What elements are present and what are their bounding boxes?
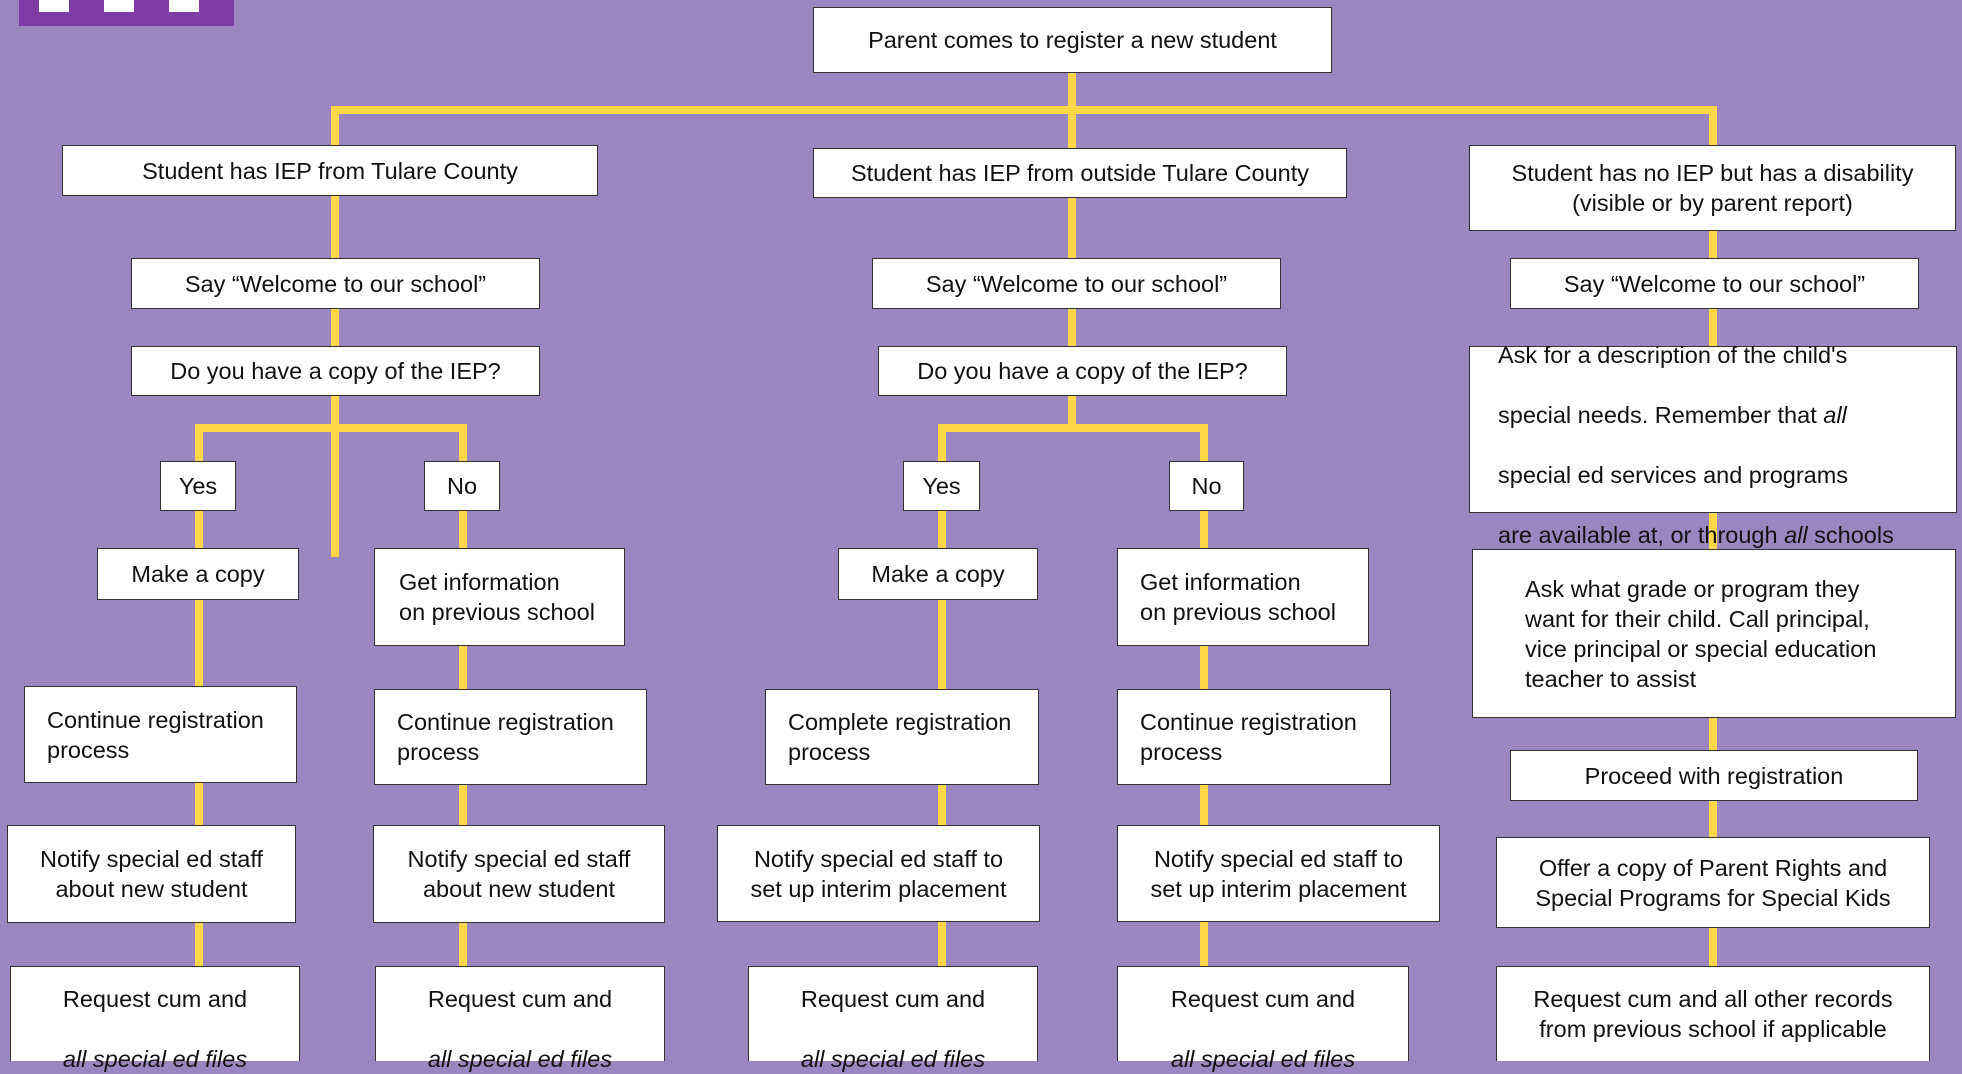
branch3-proceed-text: Proceed with registration bbox=[1584, 762, 1844, 789]
branch2-question-text: Do you have a copy of the IEP? bbox=[917, 358, 1248, 384]
branch1-yes-step2-box: Continue registration process bbox=[24, 686, 297, 783]
branch2-no-box: No bbox=[1169, 461, 1244, 511]
branch1-yes-step3-text: Notify special ed staff about new studen… bbox=[40, 846, 263, 902]
branch1-yes-step2-text: Continue registration process bbox=[47, 706, 264, 763]
root-text: Parent comes to register a new student bbox=[868, 27, 1277, 53]
branch3-describe-line4b: all bbox=[1784, 521, 1808, 548]
branch2-no-step1-text: Get information on previous school bbox=[1140, 569, 1336, 625]
branch3-describe-line4a: are available at, or through bbox=[1498, 521, 1785, 548]
branch1-yes-label: Yes bbox=[178, 473, 218, 499]
branch1-no-step2-text: Continue registration process bbox=[397, 709, 614, 765]
branch2-question-box: Do you have a copy of the IEP? bbox=[878, 346, 1287, 396]
branch2-header-box: Student has IEP from outside Tulare Coun… bbox=[813, 148, 1347, 198]
branch1-yes-step1-text: Make a copy bbox=[131, 561, 265, 587]
branch2-welcome-box: Say “Welcome to our school” bbox=[872, 258, 1281, 309]
branch3-ask-grade-box: Ask what grade or program they want for … bbox=[1472, 549, 1956, 718]
branch3-request-box: Request cum and all other records from p… bbox=[1496, 966, 1930, 1061]
branch2-no-step2-box: Continue registration process bbox=[1117, 689, 1391, 785]
logo bbox=[19, 0, 234, 26]
branch3-header-text: Student has no IEP but has a disability … bbox=[1511, 160, 1914, 216]
branch3-welcome-box: Say “Welcome to our school” bbox=[1510, 258, 1919, 309]
branch2-yes-step4-text: Request cum and all special ed files bbox=[801, 954, 985, 1074]
branch3-offer-text: Offer a copy of Parent Rights and Specia… bbox=[1535, 854, 1891, 911]
branch1-no-step3-text: Notify special ed staff about new studen… bbox=[407, 846, 631, 902]
branch1-yes-step4-text: Request cum and all special ed files bbox=[63, 954, 247, 1074]
branch1-yes-step4-line2: all special ed files bbox=[62, 1046, 248, 1072]
branch1-no-step3-box: Notify special ed staff about new studen… bbox=[373, 825, 665, 923]
branch3-offer-box: Offer a copy of Parent Rights and Specia… bbox=[1496, 837, 1930, 928]
branch2-yes-step2-text: Complete registration process bbox=[788, 709, 1012, 765]
branch1-header-box: Student has IEP from Tulare County bbox=[62, 145, 598, 196]
branch1-yes-step4-box: Request cum and all special ed files bbox=[10, 966, 300, 1072]
branch1-no-step2-box: Continue registration process bbox=[374, 689, 647, 785]
branch3-describe-line1: Ask for a description of the child's bbox=[1498, 341, 1848, 368]
branch2-no-step4-line1: Request cum and bbox=[1170, 986, 1356, 1012]
branch1-no-step4-line2: all special ed files bbox=[427, 1046, 613, 1072]
branch2-no-step3-box: Notify special ed staff to set up interi… bbox=[1117, 825, 1440, 922]
branch2-yes-step4-line1: Request cum and bbox=[800, 986, 986, 1012]
branch1-no-label: No bbox=[446, 473, 478, 499]
branch1-yes-step4-line1: Request cum and bbox=[62, 986, 248, 1012]
branch2-no-step1-box: Get information on previous school bbox=[1117, 548, 1369, 646]
branch1-yes-step1-box: Make a copy bbox=[97, 548, 299, 600]
branch3-header-box: Student has no IEP but has a disability … bbox=[1469, 145, 1956, 231]
branch1-yes-step3-box: Notify special ed staff about new studen… bbox=[7, 825, 296, 923]
branch3-proceed-box: Proceed with registration bbox=[1510, 750, 1918, 801]
branch3-request-text: Request cum and all other records from p… bbox=[1533, 986, 1893, 1042]
branch1-no-step4-text: Request cum and all special ed files bbox=[428, 954, 612, 1074]
branch3-describe-line2a: special needs. Remember that bbox=[1498, 401, 1824, 428]
branch3-describe-line3: special ed services and programs bbox=[1498, 461, 1849, 488]
branch2-yes-step4-line2: all special ed files bbox=[800, 1046, 986, 1072]
branch2-yes-step3-box: Notify special ed staff to set up interi… bbox=[717, 825, 1040, 922]
branch3-describe-text: Ask for a description of the child's spe… bbox=[1498, 310, 1894, 550]
branch1-no-step1-text: Get information on previous school bbox=[399, 569, 595, 625]
branch2-yes-label: Yes bbox=[922, 473, 961, 499]
branch3-ask-grade-text: Ask what grade or program they want for … bbox=[1525, 575, 1877, 692]
branch1-welcome-box: Say “Welcome to our school” bbox=[131, 258, 540, 309]
branch2-yes-step1-box: Make a copy bbox=[838, 548, 1038, 600]
branch2-no-label: No bbox=[1191, 473, 1222, 499]
branch1-question-box: Do you have a copy of the IEP? bbox=[131, 346, 540, 396]
branch2-yes-step2-box: Complete registration process bbox=[765, 689, 1039, 785]
branch2-no-step2-text: Continue registration process bbox=[1140, 709, 1357, 765]
branch2-welcome-text: Say “Welcome to our school” bbox=[925, 270, 1228, 297]
branch2-yes-step1-text: Make a copy bbox=[871, 561, 1005, 587]
branch3-describe-line4c: schools bbox=[1807, 521, 1894, 548]
branch2-no-step3-text: Notify special ed staff to set up interi… bbox=[1150, 845, 1407, 902]
root-box: Parent comes to register a new student bbox=[813, 7, 1332, 73]
branch1-no-step1-box: Get information on previous school bbox=[374, 548, 625, 646]
branch2-no-step4-line2: all special ed files bbox=[1170, 1046, 1356, 1072]
branch2-no-step4-box: Request cum and all special ed files bbox=[1117, 966, 1409, 1072]
branch2-yes-box: Yes bbox=[903, 461, 980, 511]
branch2-no-step4-text: Request cum and all special ed files bbox=[1171, 954, 1355, 1074]
branch1-no-step4-box: Request cum and all special ed files bbox=[375, 966, 665, 1072]
branch1-no-step4-line1: Request cum and bbox=[427, 986, 613, 1012]
branch1-header-text: Student has IEP from Tulare County bbox=[142, 157, 518, 184]
branch1-yes-box: Yes bbox=[160, 461, 236, 511]
branch3-describe-box: Ask for a description of the child's spe… bbox=[1469, 342, 1957, 548]
branch3-describe-line2b: all bbox=[1823, 401, 1847, 428]
branch2-header-text: Student has IEP from outside Tulare Coun… bbox=[850, 160, 1310, 186]
branch2-yes-step3-text: Notify special ed staff to set up interi… bbox=[750, 845, 1007, 902]
branch1-question-text: Do you have a copy of the IEP? bbox=[170, 358, 501, 384]
branch2-yes-step4-box: Request cum and all special ed files bbox=[748, 966, 1038, 1072]
branch3-welcome-text: Say “Welcome to our school” bbox=[1563, 270, 1866, 297]
branch1-no-box: No bbox=[424, 461, 500, 511]
branch1-welcome-text: Say “Welcome to our school” bbox=[184, 270, 487, 297]
